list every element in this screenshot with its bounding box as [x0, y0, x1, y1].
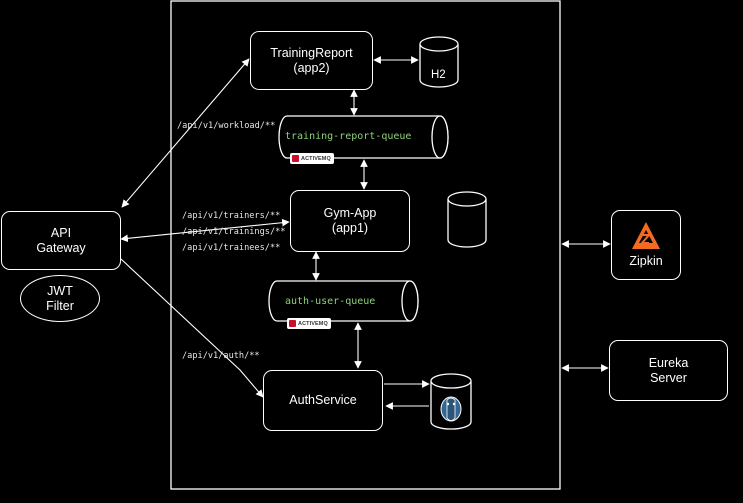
activemq-badge-text: ACTIVEMQ	[301, 155, 331, 162]
route-auth-label: /api/v1/auth/**	[182, 351, 260, 361]
route-trainees-label: /api/v1/trainees/**	[182, 243, 281, 253]
auth-service-title: AuthService	[289, 393, 357, 407]
connector-gateway-auth-service	[120, 258, 264, 398]
api-gateway-line2: Gateway	[36, 240, 86, 255]
auth-user-queue-label: auth-user-queue	[285, 296, 376, 307]
eureka-line1: Eureka	[648, 355, 689, 370]
auth-user-queue-cylinder	[268, 280, 419, 322]
eureka-node: Eureka Server	[609, 340, 728, 401]
connector-gateway-gym-app	[120, 218, 290, 243]
connector-gateway-training-report	[121, 58, 250, 208]
training-report-subtitle: (app2)	[293, 60, 330, 75]
route-trainings-label: /api/v1/trainings/**	[182, 227, 286, 237]
activemq-badge-text: ACTIVEMQ	[298, 320, 328, 327]
services-container	[170, 0, 561, 490]
postgresql-elephant-icon	[440, 396, 462, 422]
activemq-logo-icon	[292, 155, 299, 162]
training-report-title: TrainingReport	[270, 45, 353, 60]
api-gateway-line1: API	[50, 225, 72, 240]
route-workload-label: /api/v1/workload/**	[177, 121, 276, 131]
jwt-filter-line2: Filter	[46, 298, 74, 313]
training-report-node: TrainingReport (app2)	[250, 31, 373, 90]
gym-app-title: Gym-App	[323, 206, 377, 220]
activemq-badge-training-report: ACTIVEMQ	[290, 153, 334, 164]
gym-app-subtitle: (app1)	[331, 221, 369, 235]
gym-app-node: Gym-App (app1)	[290, 190, 410, 252]
auth-service-node: AuthService	[263, 370, 383, 431]
jwt-filter-line1: JWT	[47, 283, 73, 298]
zipkin-logo-icon	[632, 222, 660, 249]
route-trainers-label: /api/v1/trainers/**	[182, 211, 281, 221]
activemq-logo-icon	[289, 320, 296, 327]
h2-label: H2	[431, 69, 446, 81]
h2-database-cylinder	[419, 36, 459, 88]
api-gateway-node: API Gateway	[1, 211, 121, 270]
training-report-queue-cylinder	[278, 115, 449, 159]
gym-app-database-cylinder	[447, 191, 487, 248]
eureka-line2: Server	[650, 370, 687, 385]
training-report-queue-label: training-report-queue	[285, 131, 412, 142]
zipkin-label: Zipkin	[629, 254, 663, 268]
jwt-filter-node: JWT Filter	[20, 275, 100, 322]
zipkin-node: Zipkin	[611, 210, 681, 280]
activemq-badge-auth-user: ACTIVEMQ	[287, 318, 331, 329]
